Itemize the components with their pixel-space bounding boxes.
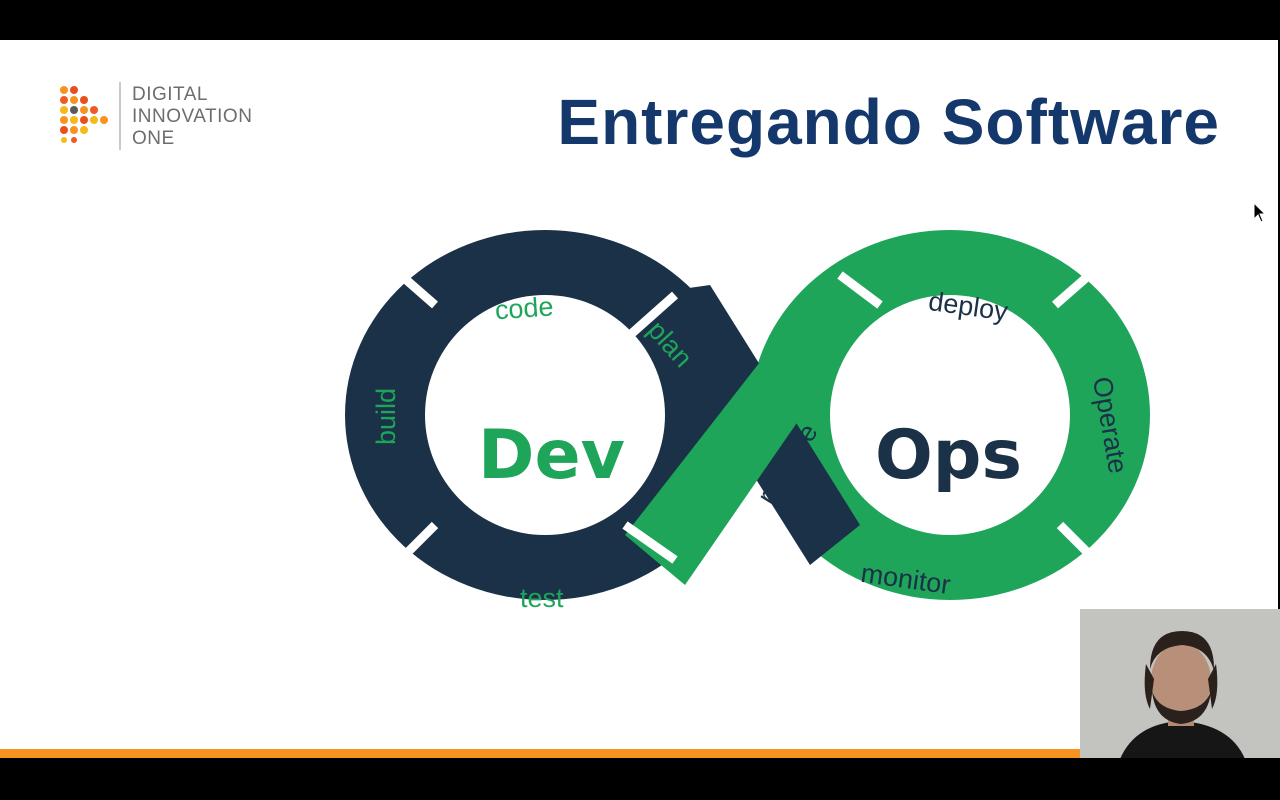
presenter-video-feed-icon [1080,609,1280,759]
presentation-slide: DIGITAL INNOVATION ONE Entregando Softwa… [0,40,1278,758]
slide-footer-accent-bar [0,749,1278,758]
stage-label-code: code [494,291,555,325]
stage-label-test: test [520,583,564,613]
logo-divider [119,82,121,150]
dev-loop [345,230,1150,600]
presenter-webcam [1080,609,1280,759]
slide-title: Entregando Software [557,86,1220,158]
letterbox-top [0,0,1280,40]
mouse-pointer-icon [1253,202,1267,223]
logo-line-1: DIGITAL [132,84,208,105]
letterbox-bottom [0,758,1280,800]
devops-infinity-diagram: code plan build test deploy release Oper… [345,230,1150,613]
logo-mark-icon [60,86,108,143]
ops-label: Ops [875,416,1022,495]
stage-label-build: build [371,388,401,445]
logo-line-3: ONE [132,128,175,149]
dev-label: Dev [478,416,625,495]
logo-wordmark: DIGITAL INNOVATION ONE [132,84,252,150]
digital-innovation-one-logo: DIGITAL INNOVATION ONE [56,82,296,152]
logo-line-2: INNOVATION [132,106,253,127]
